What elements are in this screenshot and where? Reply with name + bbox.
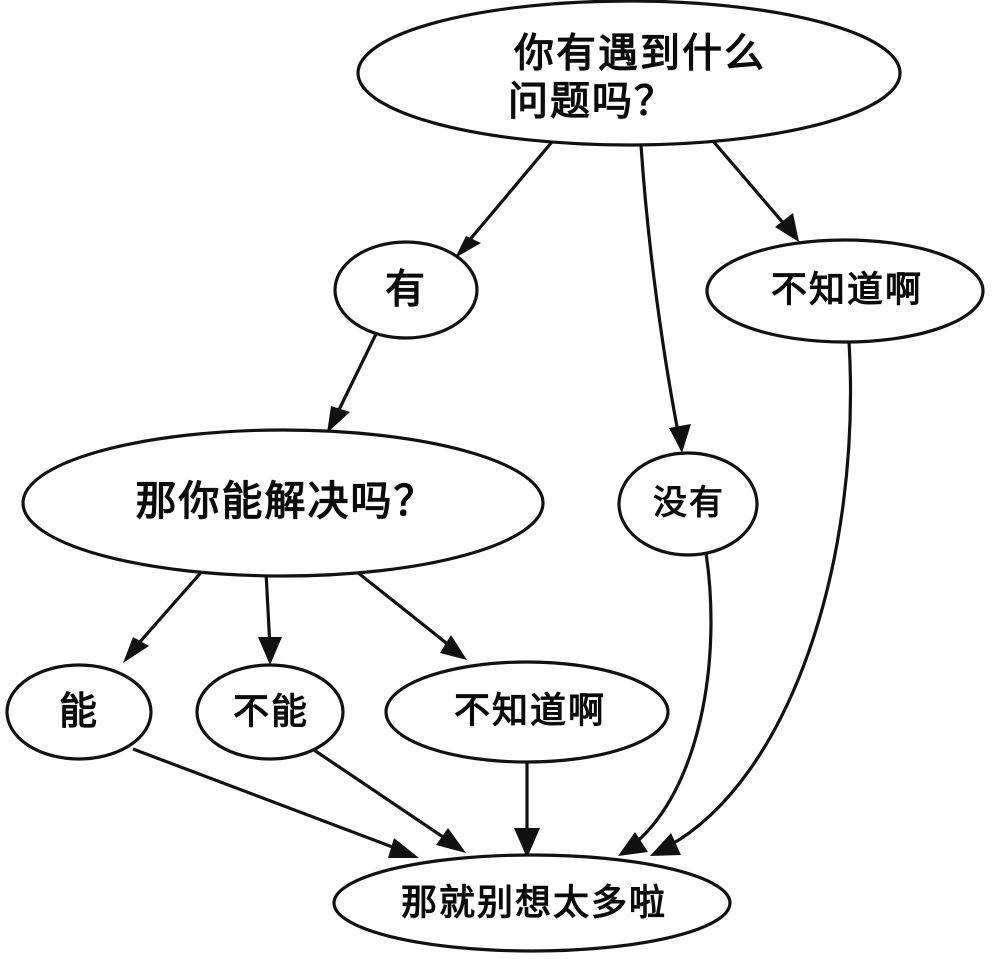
node-label: 那就别想太多啦	[401, 882, 667, 923]
edge-line	[631, 552, 713, 847]
edge-line	[666, 340, 853, 849]
arrowhead-icon	[669, 424, 691, 453]
edge-root-to-buzhidao-top	[705, 132, 799, 242]
arrowhead-icon	[327, 406, 350, 433]
node-ellipse[interactable]	[705, 238, 985, 344]
edge-layer	[123, 132, 853, 858]
node-question2[interactable]: 那你能解决吗？	[21, 428, 545, 578]
edge-line	[129, 566, 207, 654]
node-label: 不知道啊	[454, 690, 606, 731]
node-label-line1: 你有遇到什么	[513, 32, 766, 76]
edge-root-to-meiyou	[639, 144, 691, 453]
node-meiyou[interactable]: 没有	[617, 451, 759, 557]
arrowhead-icon	[514, 828, 540, 858]
node-label: 能	[59, 691, 99, 733]
arrowhead-icon	[775, 213, 799, 242]
node-you[interactable]: 有	[333, 240, 479, 340]
node-label: 不知道啊	[771, 269, 923, 310]
edge-line	[460, 134, 559, 251]
arrowhead-icon	[123, 637, 149, 663]
node-ellipse[interactable]	[384, 660, 670, 764]
edge-neng-to-final	[132, 747, 419, 858]
arrowhead-icon	[650, 833, 681, 856]
edge-line	[310, 746, 453, 845]
node-ellipse[interactable]	[195, 663, 345, 761]
node-buneng[interactable]: 不能	[195, 663, 345, 761]
node-ellipse[interactable]	[332, 853, 732, 953]
node-label: 没有	[653, 484, 725, 522]
node-ellipse[interactable]	[21, 428, 545, 578]
edge-line	[705, 132, 793, 234]
edge-meiyou-to-final	[618, 552, 713, 856]
arrowhead-icon	[455, 236, 481, 258]
arrowhead-icon	[440, 635, 467, 660]
node-ellipse[interactable]	[5, 663, 153, 761]
edge-you-to-question2	[327, 333, 378, 433]
arrowhead-icon	[258, 637, 282, 665]
node-label: 有	[385, 268, 427, 312]
edge-line	[639, 144, 681, 438]
node-label: 那你能解决吗？	[136, 478, 437, 524]
edge-line	[264, 571, 272, 649]
node-ellipse[interactable]	[333, 240, 479, 340]
node-buzhidao-top[interactable]: 不知道啊	[705, 238, 985, 344]
node-buzhidao-bottom[interactable]: 不知道啊	[384, 660, 670, 764]
edge-buneng-to-final	[310, 746, 466, 853]
edge-buzhidao-bottom-to-final	[514, 762, 540, 858]
edge-buzhidao-top-to-final	[650, 340, 853, 856]
node-root[interactable]: 你有遇到什么 问题吗？	[356, 0, 902, 147]
arrowhead-icon	[388, 838, 419, 858]
node-layer: 你有遇到什么 问题吗？ 有 不知道啊 没有 那你能解决吗？	[5, 0, 985, 953]
node-label: 不能	[233, 691, 309, 732]
edge-line	[132, 747, 404, 853]
edge-line	[332, 333, 378, 421]
edge-question2-to-buzhidao-bottom	[351, 566, 467, 660]
node-label-line2: 问题吗？	[508, 80, 676, 124]
node-neng[interactable]: 能	[5, 663, 153, 761]
edge-line	[351, 566, 456, 652]
edge-question2-to-neng	[123, 566, 207, 663]
arrowhead-icon	[436, 828, 466, 853]
edge-root-to-you	[455, 134, 559, 258]
node-ellipse[interactable]	[617, 451, 759, 557]
node-ellipse[interactable]	[356, 0, 902, 147]
arrowhead-icon	[618, 832, 648, 856]
node-final[interactable]: 那就别想太多啦	[332, 853, 732, 953]
edge-question2-to-buneng	[258, 571, 282, 665]
